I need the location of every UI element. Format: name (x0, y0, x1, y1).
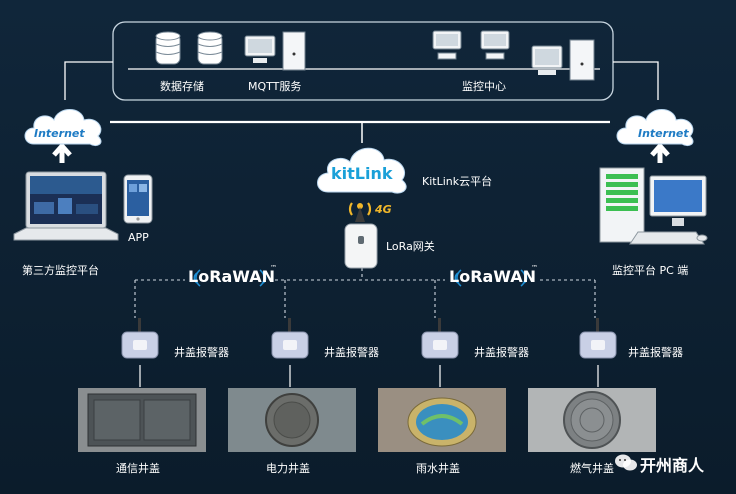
cover-label-power: 电力井盖 (266, 462, 310, 475)
telecom-cover-image (78, 388, 206, 452)
right-uplink (613, 61, 659, 100)
database-icon (155, 31, 223, 65)
manhole-alarm-device-icon (271, 318, 309, 359)
cellular-4g-label: 4G (375, 203, 392, 216)
alarm-label-3: 井盖报警器 (474, 346, 529, 359)
cover-label-telecom: 通信井盖 (116, 462, 160, 475)
antenna-icon (348, 202, 372, 222)
right-internet-label: Internet (638, 127, 689, 140)
phone-icon (123, 174, 153, 224)
third-party-platform-label: 第三方监控平台 (22, 264, 99, 277)
mqtt-server-icon (244, 31, 306, 71)
power-cover-image (228, 388, 356, 452)
lorawan-right-tm: ™ (531, 264, 538, 272)
lorawan-dashed-links (134, 268, 596, 318)
pc-icon (599, 167, 708, 245)
lorawan-right-label: LoRaWAN (449, 267, 537, 286)
mqtt-service-label: MQTT服务 (248, 80, 302, 93)
right-internet-arrow (650, 142, 670, 163)
left-internet-label: Internet (34, 127, 85, 140)
cloud-icon (616, 109, 694, 147)
wechat-icon (615, 454, 637, 471)
lorawan-left-tm: ™ (270, 264, 277, 272)
gas-cover-image (528, 388, 656, 452)
monitor-center-icon (432, 30, 510, 60)
lora-gateway-icon (344, 223, 378, 269)
lorawan-left-label: LoRaWAN (188, 267, 276, 286)
app-label: APP (128, 231, 149, 244)
cover-links (139, 365, 599, 387)
manhole-alarm-device-icon (421, 318, 459, 359)
monitor-center-label: 监控中心 (462, 80, 506, 93)
workstation-icon (531, 39, 595, 81)
laptop-icon (13, 171, 119, 241)
rainwater-cover-image (378, 388, 506, 452)
watermark-text: 开州商人 (640, 456, 705, 475)
cover-label-rainwater: 雨水井盖 (416, 462, 460, 475)
alarm-label-2: 井盖报警器 (324, 346, 379, 359)
kitlink-cloud-icon (317, 147, 407, 194)
left-uplink (64, 61, 113, 100)
manhole-alarm-device-icon (121, 318, 159, 359)
cloud-icon (24, 109, 102, 147)
manhole-alarm-device-icon (579, 318, 617, 359)
lorawan-logo-icon (193, 269, 267, 287)
cover-label-gas: 燃气井盖 (570, 462, 614, 475)
kitlink-logo-text: kitLink (331, 164, 393, 183)
data-storage-label: 数据存储 (160, 80, 204, 93)
lorawan-logo-icon (454, 269, 528, 287)
lora-gateway-label: LoRa网关 (386, 240, 435, 253)
left-internet-arrow (52, 142, 72, 163)
monitor-pc-label: 监控平台 PC 端 (612, 264, 689, 277)
alarm-label-1: 井盖报警器 (174, 346, 229, 359)
alarm-label-4: 井盖报警器 (628, 346, 683, 359)
kitlink-cloud-label: KitLink云平台 (422, 175, 493, 188)
server-box-frame (112, 21, 614, 101)
